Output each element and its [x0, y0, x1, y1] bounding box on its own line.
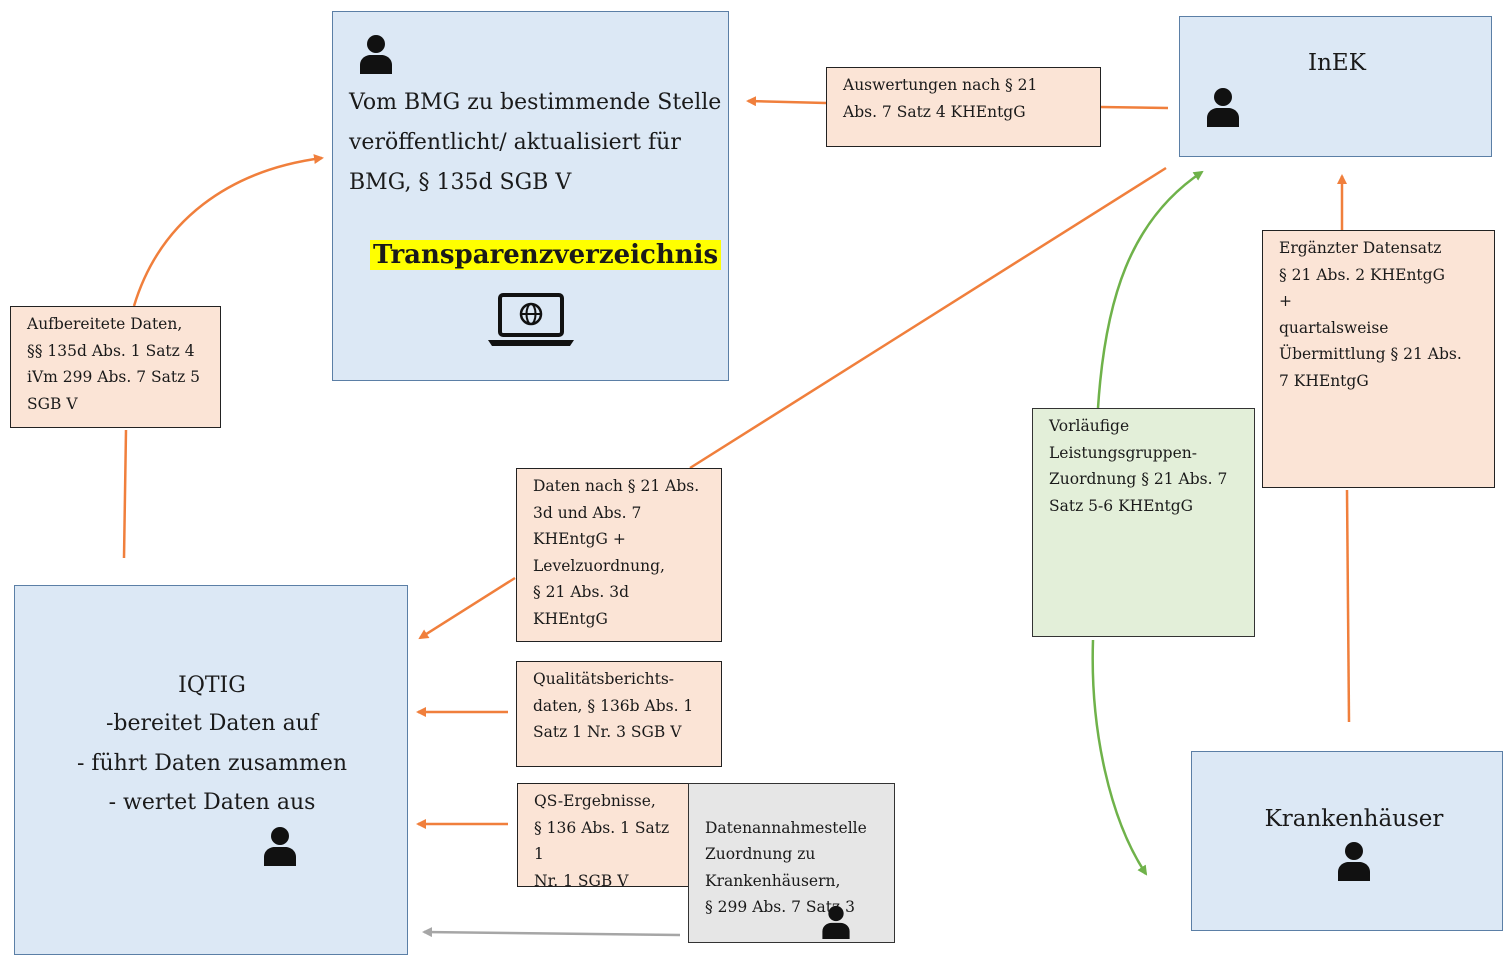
person-icon [1338, 842, 1370, 881]
arrow-inek-to-vorlaeufige [1096, 170, 1204, 409]
arrow-aufbereitete-to-bmg [132, 154, 324, 307]
iqtig-line3: - wertet Daten aus [108, 790, 316, 815]
arrow-daten-to-iqtig [418, 576, 516, 640]
person-icon [1207, 88, 1239, 127]
qs-ergebnisse-label: QS-Ergebnisse, § 136 Abs. 1 Satz 1 Nr. 1… [517, 783, 693, 890]
daten-nach-label: Daten nach § 21 Abs. 3d und Abs. 7 KHEnt… [516, 468, 722, 642]
datenannahmestelle-label: Datenannahmestelle Zuordnung zu Krankenh… [688, 783, 895, 943]
iqtig-box: IQTIG -bereitet Daten auf - führt Daten … [14, 585, 408, 955]
vorlaeufige-zuordnung-label: Vorläufige Leistungsgruppen- Zuordnung §… [1032, 408, 1255, 637]
arrow-iqtig-to-aufbereitete [122, 429, 128, 559]
person-icon [264, 827, 296, 866]
aufbereitete-label: Aufbereitete Daten, §§ 135d Abs. 1 Satz … [10, 306, 221, 428]
bmg-box: Vom BMG zu bestimmende Stelle veröffentl… [332, 11, 729, 381]
arrow-inek-to-bmg [748, 101, 1169, 108]
inek-box: InEK [1179, 16, 1492, 157]
ergaenzter-datensatz-label: Ergänzter Datensatz § 21 Abs. 2 KHEntgG … [1262, 230, 1495, 488]
datenannahmestelle-text: Datenannahmestelle Zuordnung zu Krankenh… [705, 818, 867, 917]
person-icon [822, 905, 850, 939]
arrow-datenannahme-to-iqtig [422, 927, 681, 938]
iqtig-line2: - führt Daten zusammen [76, 751, 348, 776]
bmg-line3: BMG, § 135d SGB V [349, 170, 572, 195]
arrow-vorlaeufige-to-kh [1091, 639, 1148, 876]
qualitaetsberichtsdaten-label: Qualitätsberichts- daten, § 136b Abs. 1 … [516, 661, 722, 767]
iqtig-line1: -bereitet Daten auf [105, 711, 318, 736]
bmg-line1: Vom BMG zu bestimmende Stelle [349, 90, 722, 115]
arrow-kh-to-ergaenzter [1345, 489, 1351, 723]
auswertungen-label: Auswertungen nach § 21 Abs. 7 Satz 4 KHE… [826, 67, 1101, 147]
laptop-globe-icon [488, 293, 574, 346]
inek-title: InEK [1308, 50, 1366, 76]
bmg-line2: veröffentlicht/ aktualisiert für [349, 130, 681, 155]
transparenzverzeichnis-label: Transparenzverzeichnis [370, 240, 722, 270]
arrow-inek-to-daten [689, 166, 1167, 470]
person-icon [360, 35, 392, 74]
iqtig-title: IQTIG [178, 673, 246, 698]
krankenhaeuser-box: Krankenhäuser [1191, 751, 1503, 931]
krankenhaeuser-title: Krankenhäuser [1264, 806, 1444, 832]
